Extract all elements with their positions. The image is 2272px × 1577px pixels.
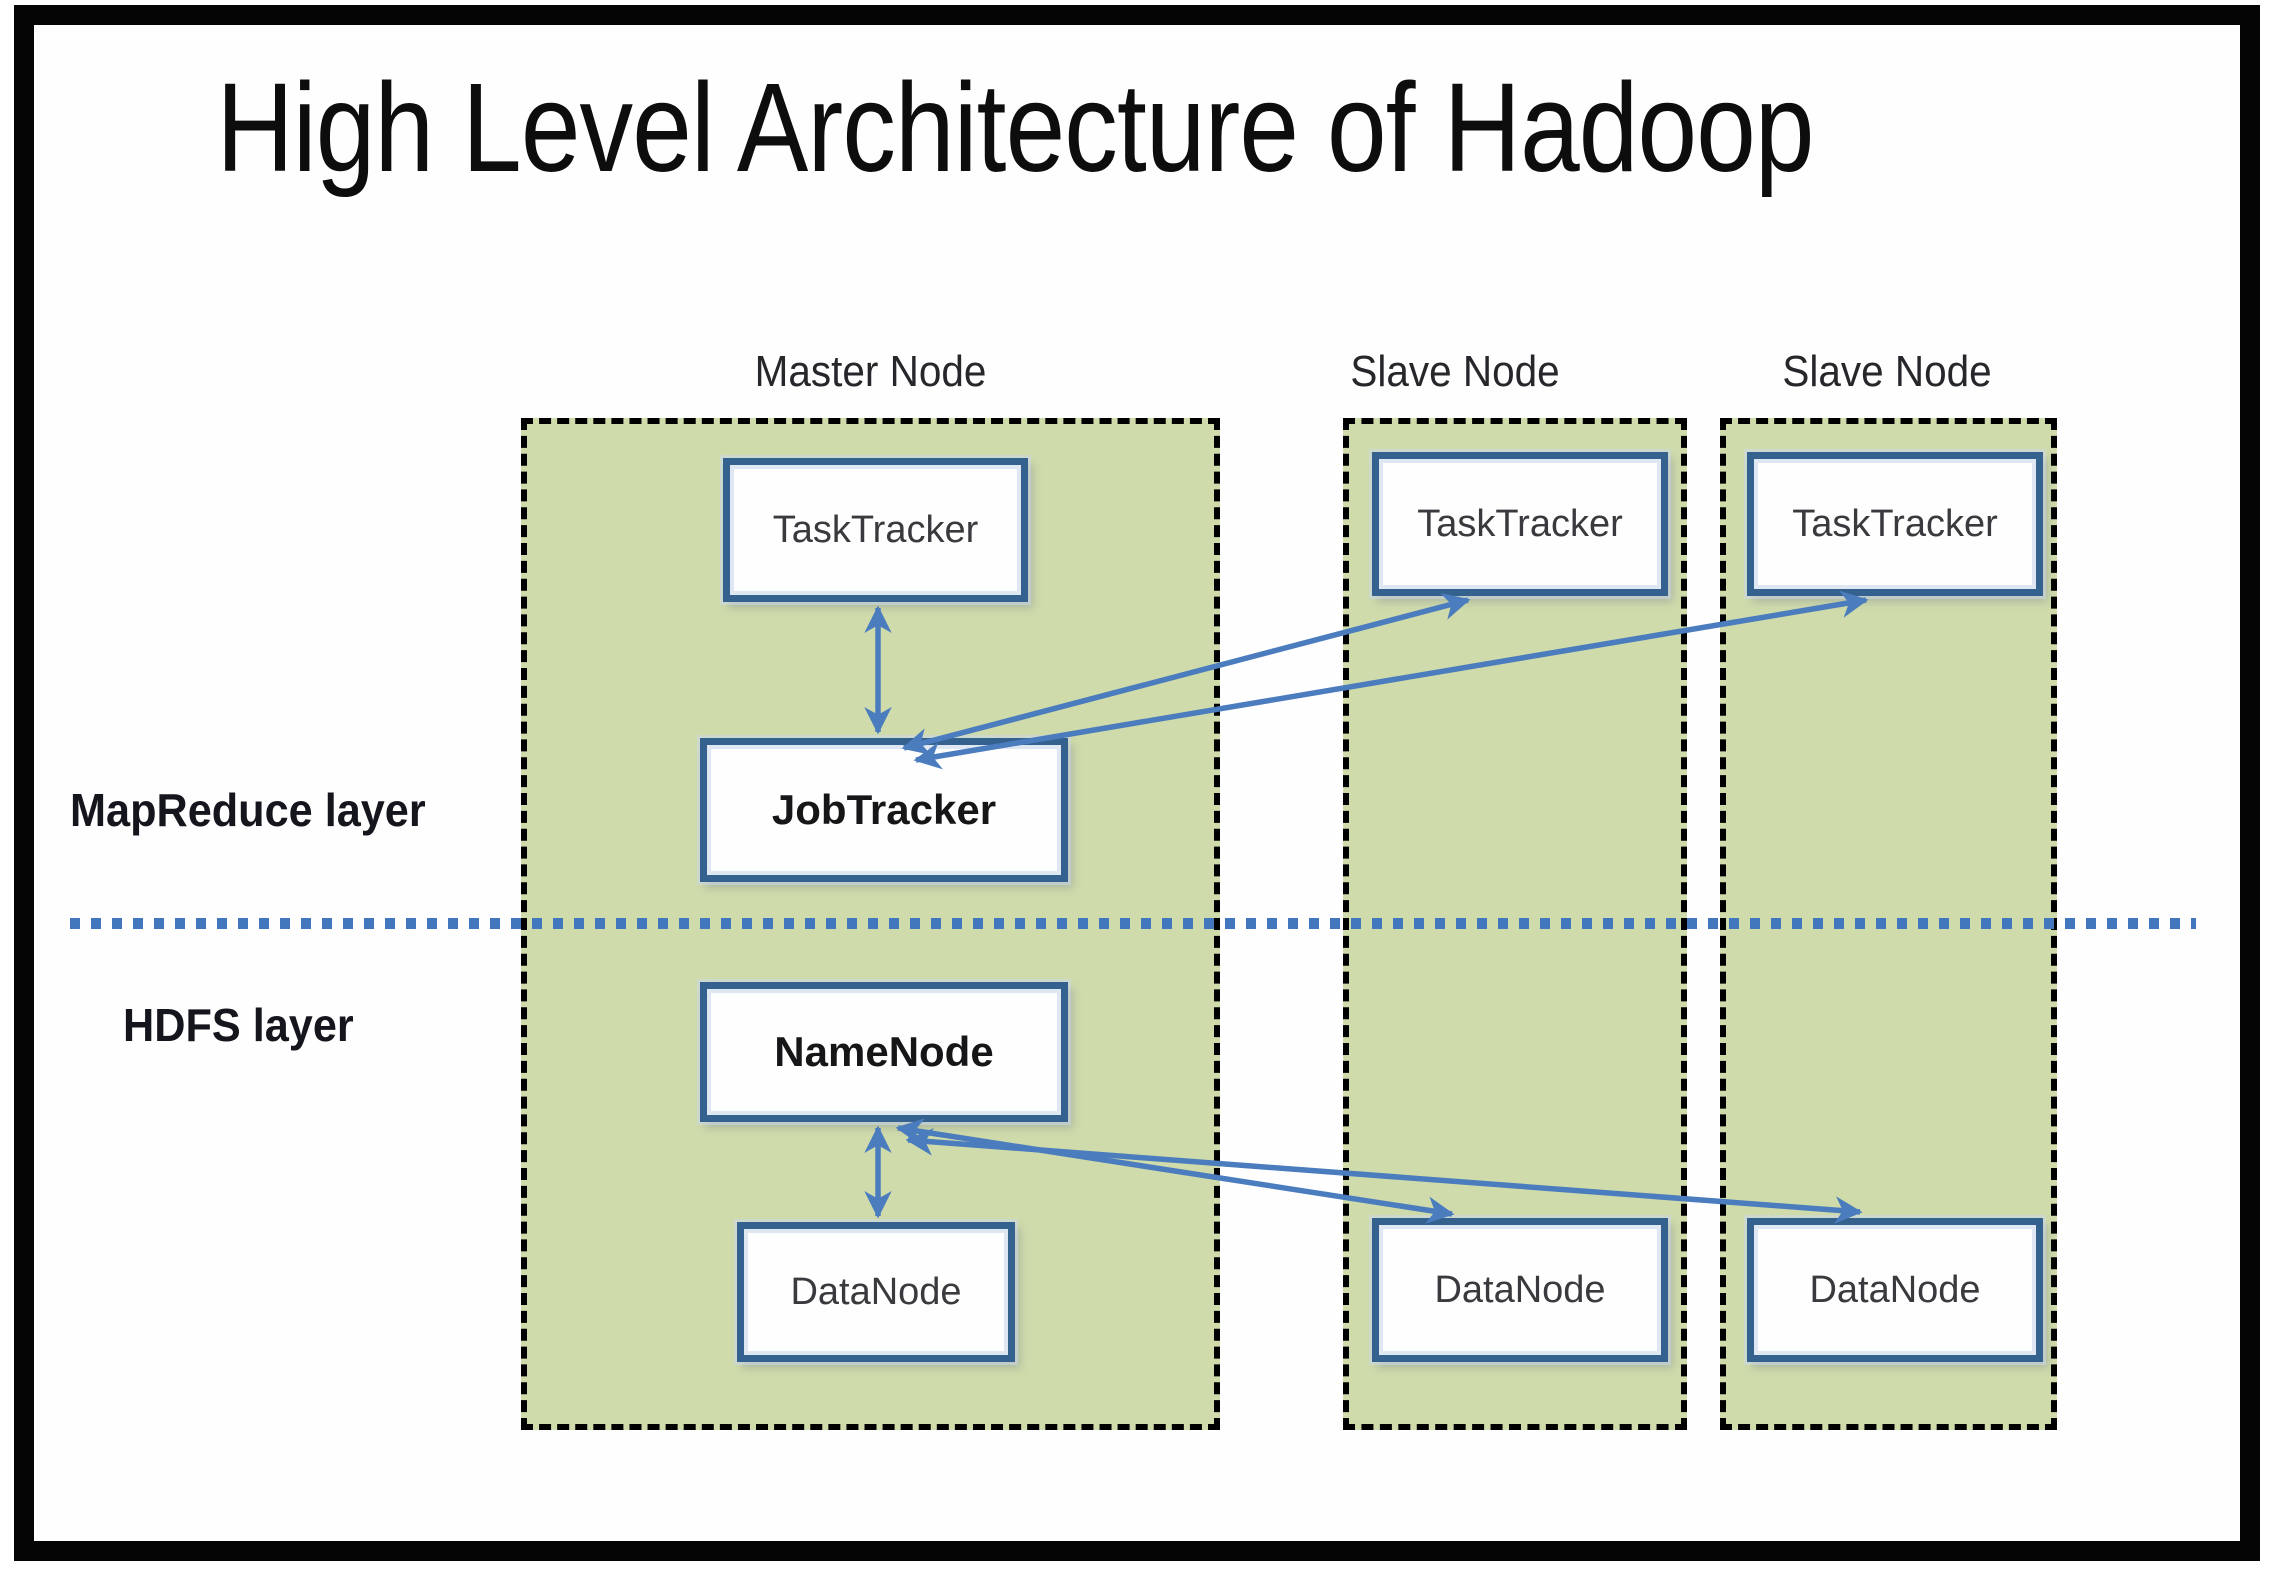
slave-node-2-label: Slave Node bbox=[1782, 347, 1992, 396]
box-slave1-tasktracker: TaskTracker bbox=[1372, 452, 1668, 596]
box-master-tasktracker: TaskTracker bbox=[723, 458, 1028, 602]
box-slave2-datanode: DataNode bbox=[1747, 1218, 2043, 1362]
master-node-label: Master Node bbox=[754, 347, 987, 396]
box-master-namenode: NameNode bbox=[700, 982, 1068, 1122]
slave-node-1-label: Slave Node bbox=[1350, 347, 1560, 396]
diagram-title: High Level Architecture of Hadoop bbox=[216, 57, 1814, 198]
mapreduce-layer-label: MapReduce layer bbox=[70, 784, 426, 836]
layer-divider-dotted-line bbox=[70, 918, 2196, 929]
box-slave2-tasktracker: TaskTracker bbox=[1747, 452, 2043, 596]
box-master-datanode: DataNode bbox=[737, 1222, 1015, 1362]
box-master-jobtracker: JobTracker bbox=[700, 738, 1068, 882]
hdfs-layer-label: HDFS layer bbox=[123, 999, 354, 1051]
box-slave1-datanode: DataNode bbox=[1372, 1218, 1668, 1362]
